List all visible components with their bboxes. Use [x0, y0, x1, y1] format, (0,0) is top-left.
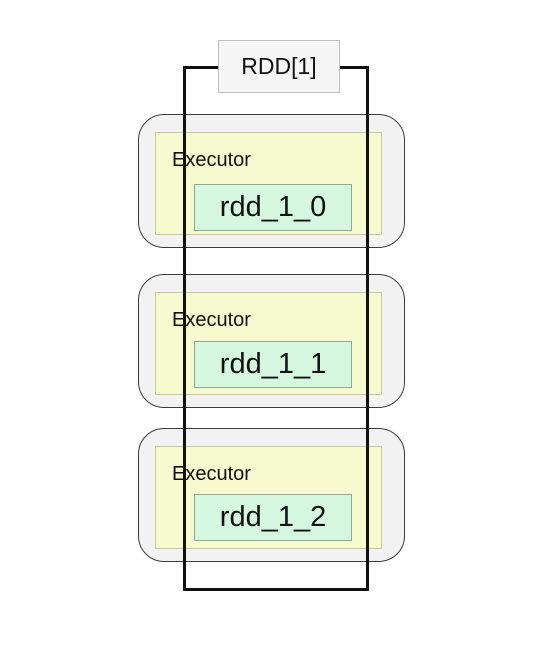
partition-rdd-1-1: rdd_1_1	[194, 341, 352, 388]
executor-label-2: Executor	[172, 309, 251, 331]
partition-rdd-1-0: rdd_1_0	[194, 184, 352, 231]
partition-rdd-1-2: rdd_1_2	[194, 494, 352, 541]
executor-label-1: Executor	[172, 149, 251, 171]
executor-label-3: Executor	[172, 463, 251, 485]
rdd-title: RDD[1]	[218, 40, 340, 93]
rdd-frame	[183, 66, 369, 591]
